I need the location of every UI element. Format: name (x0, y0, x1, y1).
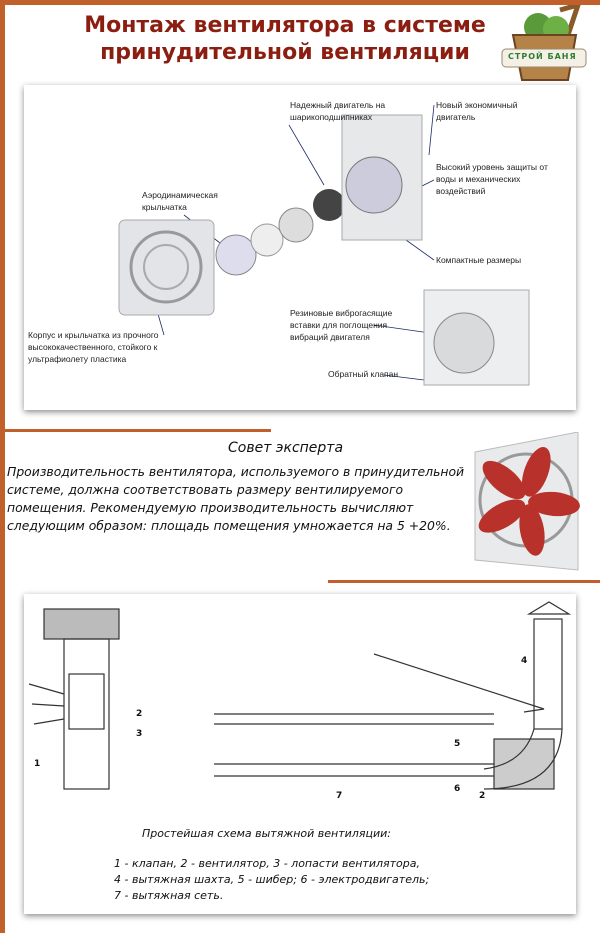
scheme-number-blades: 3 (136, 729, 143, 739)
logo-tub-icon (501, 5, 587, 81)
label-motor-bearings: Надежный двигатель на шарикоподшипниках (290, 100, 386, 122)
axial-fan-image (474, 432, 580, 571)
scheme-number-fan-2: 2 (479, 791, 486, 801)
scheme-legend-line: 7 - вытяжная сеть. (114, 889, 224, 902)
label-check-valve: Обратный клапан (328, 369, 399, 379)
scheme-number-fan: 2 (136, 709, 143, 719)
scheme-number-valve: 1 (34, 759, 41, 769)
label-protection: Высокий уровень защиты от воды и механич… (436, 162, 548, 196)
scheme-caption-title: Простейшая схема вытяжной вентиляции: (142, 827, 391, 840)
fan-parts-illustration (118, 104, 530, 386)
label-rubber-inserts: Резиновые виброгасящие вставки для погло… (290, 308, 393, 342)
divider-bottom (328, 580, 600, 583)
tip-heading: Совет эксперта (228, 440, 344, 456)
scheme-legend-line: 1 - клапан, 2 - вентилятор, 3 - лопасти … (114, 857, 420, 870)
title-line-1: Монтаж вентилятора в системе (84, 13, 486, 38)
label-compact: Компактные размеры (436, 255, 522, 265)
title-line-2: принудительной вентиляции (100, 40, 470, 65)
scheme-number-damper: 5 (454, 739, 461, 749)
label-housing: Корпус и крыльчатка из прочного высокока… (28, 330, 159, 364)
fan-exploded-diagram: Надежный двигатель на шарикоподшипниках … (24, 85, 576, 410)
label-impeller: Аэродинамическая крыльчатка (142, 190, 218, 212)
tip-text: Производительность вентилятора, использу… (7, 464, 465, 533)
scheme-number-shaft: 4 (521, 656, 528, 666)
scheme-number-motor: 6 (454, 784, 461, 794)
ventilation-scheme: 1 2 3 4 5 6 2 7 Простейшая схема вытяжно… (24, 594, 576, 914)
logo-text: СТРОЙ БАНЯ (508, 52, 577, 61)
scheme-number-network: 7 (336, 791, 343, 801)
label-economic-motor: Новый экономичный двигатель (436, 100, 518, 122)
divider-top (5, 429, 271, 432)
scheme-legend-line: 4 - вытяжная шахта, 5 - шибер; 6 - элект… (114, 873, 430, 886)
scheme-drawing (28, 601, 572, 790)
